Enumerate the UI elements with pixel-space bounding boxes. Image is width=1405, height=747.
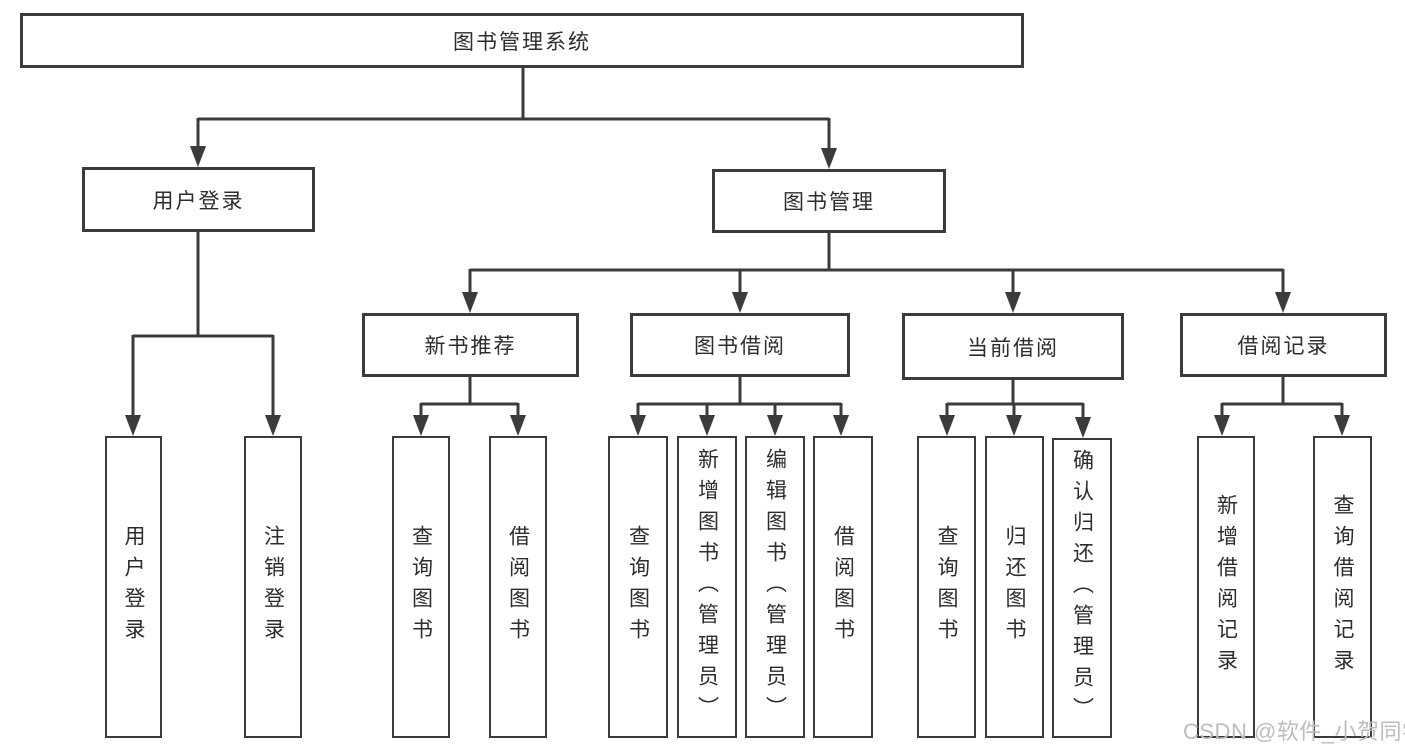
node-book-borrow: 图书借阅 <box>630 313 850 377</box>
node-new-book-recommend-label: 新书推荐 <box>424 335 517 358</box>
leaf-logout-login-label: 注销登录 <box>261 525 285 649</box>
node-root: 图书管理系统 <box>20 13 1024 68</box>
leaf-confirm-return-admin: 确认归还（管理员） <box>1052 438 1112 738</box>
leaf-logout-login: 注销登录 <box>244 436 302 738</box>
leaf-query-books-current: 查询图书 <box>917 436 976 738</box>
leaf-query-borrow-record-label: 查询借阅记录 <box>1331 494 1354 680</box>
watermark: CSDN @软件_小贺同学 <box>1183 719 1405 744</box>
leaf-query-books-recommend-label: 查询图书 <box>409 525 433 649</box>
node-book-management-label: 图书管理 <box>783 191 875 214</box>
node-new-book-recommend: 新书推荐 <box>362 313 579 377</box>
leaf-add-borrow-record-label: 新增借阅记录 <box>1214 494 1238 680</box>
node-book-borrow-label: 图书借阅 <box>694 335 786 358</box>
leaf-query-books-borrow-label: 查询图书 <box>626 525 650 649</box>
leaf-borrow-books-2: 借阅图书 <box>813 436 873 738</box>
leaf-user-login-label: 用户登录 <box>122 525 145 649</box>
leaf-borrow-books-recommend-label: 借阅图书 <box>506 525 530 649</box>
node-root-label: 图书管理系统 <box>453 30 591 54</box>
leaf-query-books-current-label: 查询图书 <box>935 525 958 649</box>
node-book-management: 图书管理 <box>712 169 946 233</box>
leaf-return-books: 归还图书 <box>985 436 1044 738</box>
leaf-add-borrow-record: 新增借阅记录 <box>1197 436 1255 738</box>
leaf-query-books-borrow: 查询图书 <box>608 436 668 738</box>
leaf-borrow-books-recommend: 借阅图书 <box>489 436 547 738</box>
node-current-borrow: 当前借阅 <box>902 313 1124 380</box>
leaf-add-book-admin: 新增图书（管理员） <box>677 436 737 738</box>
node-borrow-records: 借阅记录 <box>1180 313 1387 377</box>
node-current-borrow-label: 当前借阅 <box>967 336 1059 360</box>
leaf-borrow-books-2-label: 借阅图书 <box>831 525 855 649</box>
node-user-login: 用户登录 <box>82 167 315 232</box>
leaf-edit-book-admin: 编辑图书（管理员） <box>745 436 805 738</box>
leaf-add-book-admin-label: 新增图书（管理员） <box>695 447 719 727</box>
leaf-return-books-label: 归还图书 <box>1003 525 1026 649</box>
leaf-confirm-return-admin-label: 确认归还（管理员） <box>1070 448 1094 728</box>
leaf-user-login: 用户登录 <box>105 436 162 738</box>
leaf-query-borrow-record: 查询借阅记录 <box>1313 436 1372 738</box>
node-borrow-records-label: 借阅记录 <box>1237 335 1330 358</box>
leaf-query-books-recommend: 查询图书 <box>392 436 450 738</box>
leaf-edit-book-admin-label: 编辑图书（管理员） <box>763 447 787 727</box>
node-user-login-label: 用户登录 <box>152 189 245 213</box>
